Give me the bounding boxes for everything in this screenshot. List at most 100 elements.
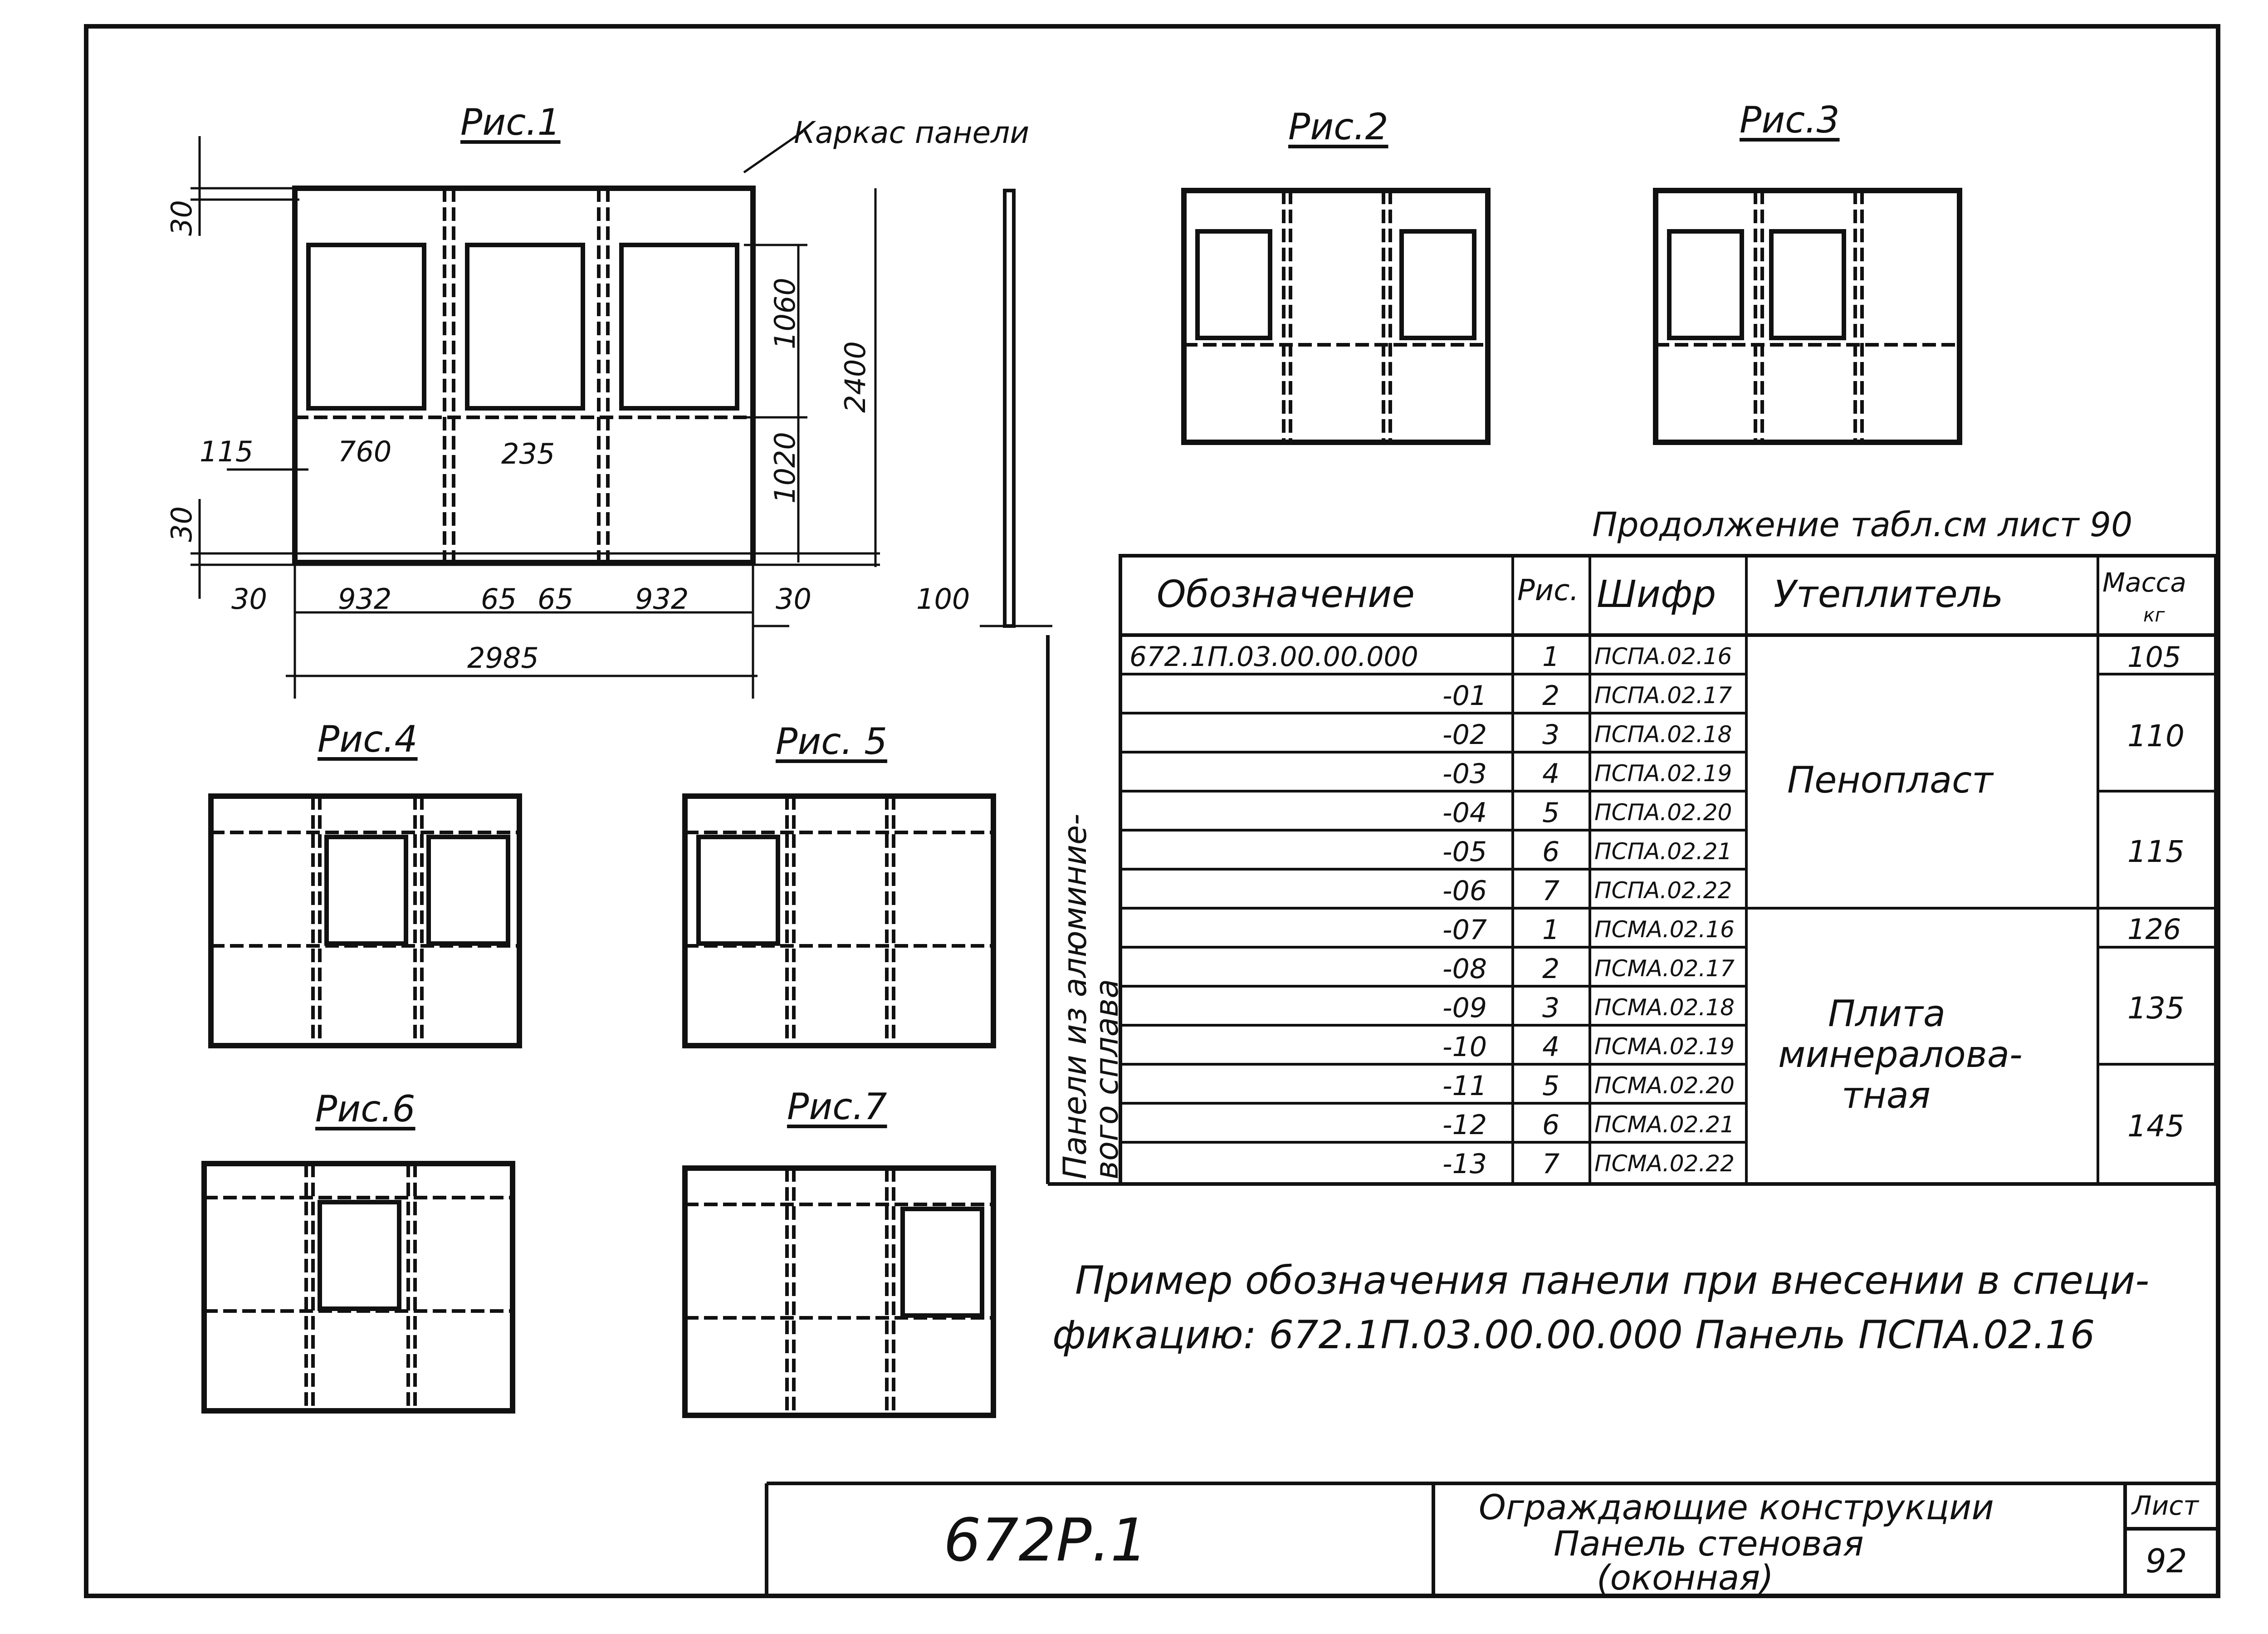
row-12-code: ПСМА.02.20 — [1594, 1072, 1735, 1099]
dim-top-30: 30 — [165, 200, 198, 236]
header-mass-unit: кг — [2143, 604, 2165, 626]
row-14-designation: -13 — [1442, 1148, 1487, 1180]
row-8-code: ПСМА.02.16 — [1594, 916, 1735, 943]
row-9-fig: 2 — [1542, 953, 1560, 985]
fig6-title: Рис.6 — [315, 1088, 415, 1130]
row-1-designation: 672.1П.03.00.00.000 — [1129, 641, 1418, 673]
row-11-fig: 4 — [1542, 1031, 1560, 1063]
fig7-panel — [682, 1165, 996, 1418]
row-3-fig: 3 — [1542, 719, 1560, 751]
row-13-fig: 6 — [1542, 1109, 1560, 1141]
insulation-mineral-line1: Плита — [1828, 993, 1945, 1035]
fig7-title: Рис.7 — [787, 1086, 887, 1128]
fig2-title: Рис.2 — [1288, 106, 1388, 148]
dim-65-b: 65 — [538, 582, 573, 616]
row-6-code: ПСПА.02.21 — [1594, 838, 1732, 865]
row-10-designation: -09 — [1442, 992, 1487, 1024]
row-7-fig: 7 — [1542, 875, 1560, 907]
header-insulation: Утеплитель — [1774, 573, 2004, 616]
sheet-frame — [84, 24, 2220, 1598]
title-line3: (оконная) — [1597, 1557, 1774, 1598]
fig1-dimensions — [191, 130, 880, 699]
project-code: 672Р.1 — [943, 1506, 1148, 1575]
dim-1020: 1020 — [768, 432, 802, 504]
fig3-title: Рис.3 — [1740, 99, 1840, 141]
mass-145: 145 — [2127, 1109, 2185, 1144]
dim-115: 115 — [200, 435, 254, 468]
mass-110: 110 — [2127, 719, 2185, 753]
header-mass: Масса — [2102, 567, 2186, 598]
dim-760: 760 — [338, 435, 392, 468]
fig1-title: Рис.1 — [460, 101, 561, 143]
row-1-code: ПСПА.02.16 — [1594, 643, 1732, 670]
fig6-panel — [201, 1161, 515, 1414]
side-label-line1: Панели из алюминие- — [1056, 813, 1094, 1179]
row-5-fig: 5 — [1542, 797, 1560, 829]
dim-100: 100 — [916, 582, 970, 616]
row-5-designation: -04 — [1442, 797, 1487, 829]
row-2-fig: 2 — [1542, 680, 1560, 712]
row-13-code: ПСМА.02.21 — [1594, 1111, 1735, 1138]
title-block-grid — [765, 1482, 2218, 1596]
row-9-designation: -08 — [1442, 953, 1487, 985]
row-5-code: ПСПА.02.20 — [1594, 799, 1732, 826]
dim-30-left: 30 — [231, 582, 267, 616]
insulation-mineral-line3: тная — [1842, 1074, 1931, 1116]
row-2-code: ПСПА.02.17 — [1594, 682, 1732, 709]
fig4-panel — [208, 793, 522, 1048]
insulation-mineral-line2: минералова- — [1778, 1033, 2023, 1076]
fig3-panel — [1653, 188, 1962, 445]
row-2-designation: -01 — [1442, 680, 1487, 712]
row-14-code: ПСМА.02.22 — [1594, 1150, 1735, 1177]
row-8-designation: -07 — [1442, 914, 1487, 946]
row-6-fig: 6 — [1542, 836, 1560, 868]
dim-bottom-30: 30 — [165, 506, 198, 542]
title-line2: Панель стеновая — [1554, 1523, 1864, 1564]
fig5-title: Рис. 5 — [776, 720, 887, 763]
row-9-code: ПСМА.02.17 — [1594, 955, 1735, 982]
fig1-panel — [292, 186, 756, 565]
header-fig: Рис. — [1517, 574, 1579, 607]
dim-235: 235 — [501, 437, 555, 470]
row-4-designation: -03 — [1442, 758, 1487, 790]
side-label-line2: вого сплава — [1088, 979, 1125, 1179]
row-11-code: ПСМА.02.19 — [1594, 1033, 1735, 1060]
dim-932-b: 932 — [635, 582, 689, 616]
row-8-fig: 1 — [1542, 914, 1560, 946]
dim-65-a: 65 — [481, 582, 517, 616]
insulation-foam: Пенопласт — [1787, 759, 1993, 801]
row-10-code: ПСМА.02.18 — [1594, 994, 1735, 1021]
dim-2985: 2985 — [467, 641, 539, 675]
row-7-designation: -06 — [1442, 875, 1487, 907]
dim-932-a: 932 — [338, 582, 392, 616]
example-line1: Пример обозначения панели при внесении в… — [1075, 1258, 2150, 1303]
example-line2: фикацию: 672.1П.03.00.00.000 Панель ПСПА… — [1052, 1312, 2095, 1358]
frame-label: Каркас панели — [794, 115, 1030, 150]
row-13-designation: -12 — [1442, 1109, 1487, 1141]
dim-30-right: 30 — [776, 582, 811, 616]
row-3-code: ПСПА.02.18 — [1594, 721, 1732, 748]
sheet-label: Лист — [2132, 1490, 2199, 1521]
row-12-designation: -11 — [1442, 1070, 1487, 1102]
dim-2400: 2400 — [839, 341, 872, 413]
fig2-panel — [1181, 188, 1491, 445]
row-7-code: ПСПА.02.22 — [1594, 877, 1732, 904]
row-6-designation: -05 — [1442, 836, 1487, 868]
row-1-fig: 1 — [1542, 641, 1560, 673]
row-11-designation: -10 — [1442, 1031, 1487, 1063]
row-12-fig: 5 — [1542, 1070, 1560, 1102]
fig5-panel — [682, 793, 996, 1048]
row-3-designation: -02 — [1442, 719, 1487, 751]
mass-105: 105 — [2127, 641, 2181, 674]
fig4-title: Рис.4 — [318, 718, 418, 760]
fig1-side-profile — [980, 189, 1052, 628]
table-continuation-note: Продолжение табл.см лист 90 — [1592, 505, 2133, 544]
mass-135: 135 — [2127, 991, 2185, 1026]
mass-115: 115 — [2127, 834, 2185, 869]
header-designation: Обозначение — [1157, 573, 1415, 616]
spec-table-grid — [1046, 554, 2218, 1186]
header-code: Шифр — [1597, 573, 1716, 616]
row-10-fig: 3 — [1542, 992, 1560, 1024]
row-4-fig: 4 — [1542, 758, 1560, 790]
